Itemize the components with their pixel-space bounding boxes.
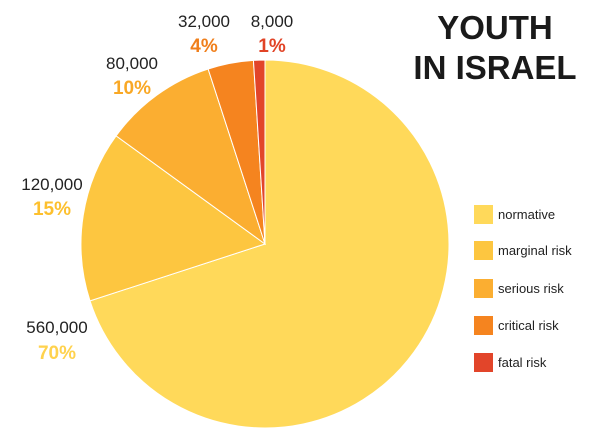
pie-slice-serious-risk — [115, 68, 266, 246]
legend-label-normative: normative — [498, 207, 555, 222]
pie-slice-fatal-risk — [252, 59, 266, 245]
percent-label-marginal-risk: 15% — [33, 199, 71, 220]
legend-label-critical-risk: critical risk — [498, 318, 559, 333]
chart-title: YOUTH IN ISRAEL — [413, 9, 576, 86]
count-label-serious-risk: 80,000 — [106, 54, 158, 73]
pie-slice-normative — [89, 59, 450, 429]
title-line-2: IN ISRAEL — [413, 49, 576, 86]
pie-slice-marginal-risk — [80, 135, 267, 302]
percent-label-normative: 70% — [38, 343, 76, 364]
legend-label-serious-risk: serious risk — [498, 281, 564, 296]
count-label-marginal-risk: 120,000 — [21, 175, 82, 194]
legend-label-fatal-risk: fatal risk — [498, 355, 547, 370]
count-label-normative: 560,000 — [26, 318, 87, 337]
count-label-critical-risk: 32,000 — [178, 12, 230, 31]
slice-labels: 560,000 70% 120,000 15% 80,000 10% 32,00… — [21, 12, 293, 364]
legend-label-marginal-risk: marginal risk — [498, 243, 572, 258]
legend-swatch-fatal-risk — [474, 353, 493, 372]
percent-label-critical-risk: 4% — [190, 36, 218, 57]
legend-swatch-marginal-risk — [474, 241, 493, 260]
pie-slices — [80, 59, 450, 429]
count-label-fatal-risk: 8,000 — [251, 12, 294, 31]
legend-swatch-critical-risk — [474, 316, 493, 335]
legend-swatch-serious-risk — [474, 279, 493, 298]
percent-label-fatal-risk: 1% — [258, 36, 286, 57]
percent-label-serious-risk: 10% — [113, 78, 151, 99]
legend: normative marginal risk serious risk cri… — [474, 205, 572, 372]
legend-swatch-normative — [474, 205, 493, 224]
title-line-1: YOUTH — [437, 9, 553, 46]
